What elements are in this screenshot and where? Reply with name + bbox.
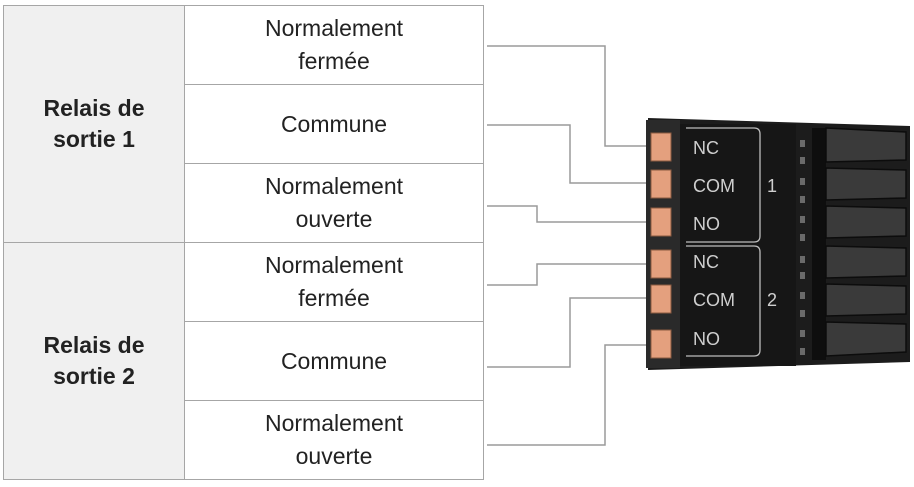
pin-contacts	[650, 132, 672, 359]
relay-1-name-line2: sortie 1	[53, 126, 135, 152]
wire-relay-2-no	[487, 344, 650, 446]
pin-contact-4	[650, 249, 672, 279]
relay-1-no-line1: Normalement	[264, 173, 404, 199]
relay-1-no-line2: ouverte	[295, 206, 373, 232]
relay-1-name-line1: Relais de	[43, 95, 145, 121]
group-2-bracket	[686, 245, 761, 357]
relay-2-nc-line1: Normalement	[264, 252, 404, 278]
relay-2-name-line2: sortie 2	[53, 363, 135, 389]
connector-fins	[825, 127, 907, 357]
relay-2-header: Relais de sortie 2	[3, 242, 185, 480]
label-panel	[680, 124, 796, 366]
pin-contact-5	[650, 284, 672, 314]
pin-contact-3	[650, 207, 672, 237]
relay-table: Relais de sortie 1 Normalement fermée Co…	[3, 5, 484, 480]
latch-column	[812, 128, 826, 360]
relay-1-header: Relais de sortie 1	[3, 5, 185, 243]
pin-label-1: NC	[693, 138, 719, 158]
release-slots	[800, 140, 805, 355]
pin-contact-1	[650, 132, 672, 162]
terminal-block-connector: NC COM NO NC COM NO 1 2	[646, 118, 910, 370]
relay-1-nc-line2: fermée	[298, 48, 370, 74]
relay-2-no-line2: ouverte	[295, 443, 373, 469]
relay-2-no-line1: Normalement	[264, 410, 404, 436]
relay-2-nc-cell: Normalement fermée	[184, 242, 484, 322]
pin-label-6: NO	[693, 329, 720, 349]
pin-label-3: NO	[693, 214, 720, 234]
relay-2-com-label: Commune	[280, 347, 388, 374]
wire-relay-2-com	[487, 297, 650, 368]
relay-1-nc-cell: Normalement fermée	[184, 5, 484, 85]
relay-2-nc-line2: fermée	[298, 285, 370, 311]
wire-relay-1-no	[487, 205, 650, 223]
wire-relay-2-nc	[487, 263, 650, 286]
pin-label-2: COM	[693, 176, 735, 196]
wire-relay-1-nc	[487, 45, 650, 147]
group-number-1: 1	[767, 176, 777, 196]
wire-relay-1-com	[487, 124, 650, 184]
pin-contact-2	[650, 169, 672, 199]
relay-1-com-label: Commune	[280, 110, 388, 137]
pin-contact-6	[650, 329, 672, 359]
relay-2-no-cell: Normalement ouverte	[184, 400, 484, 480]
relay-1-nc-line1: Normalement	[264, 15, 404, 41]
relay-2-name-line1: Relais de	[43, 332, 145, 358]
pin-label-5: COM	[693, 290, 735, 310]
pin-label-4: NC	[693, 252, 719, 272]
group-number-2: 2	[767, 290, 777, 310]
wiring-lines	[487, 45, 650, 446]
relay-2-com-cell: Commune	[184, 321, 484, 401]
group-1-bracket	[686, 127, 761, 243]
